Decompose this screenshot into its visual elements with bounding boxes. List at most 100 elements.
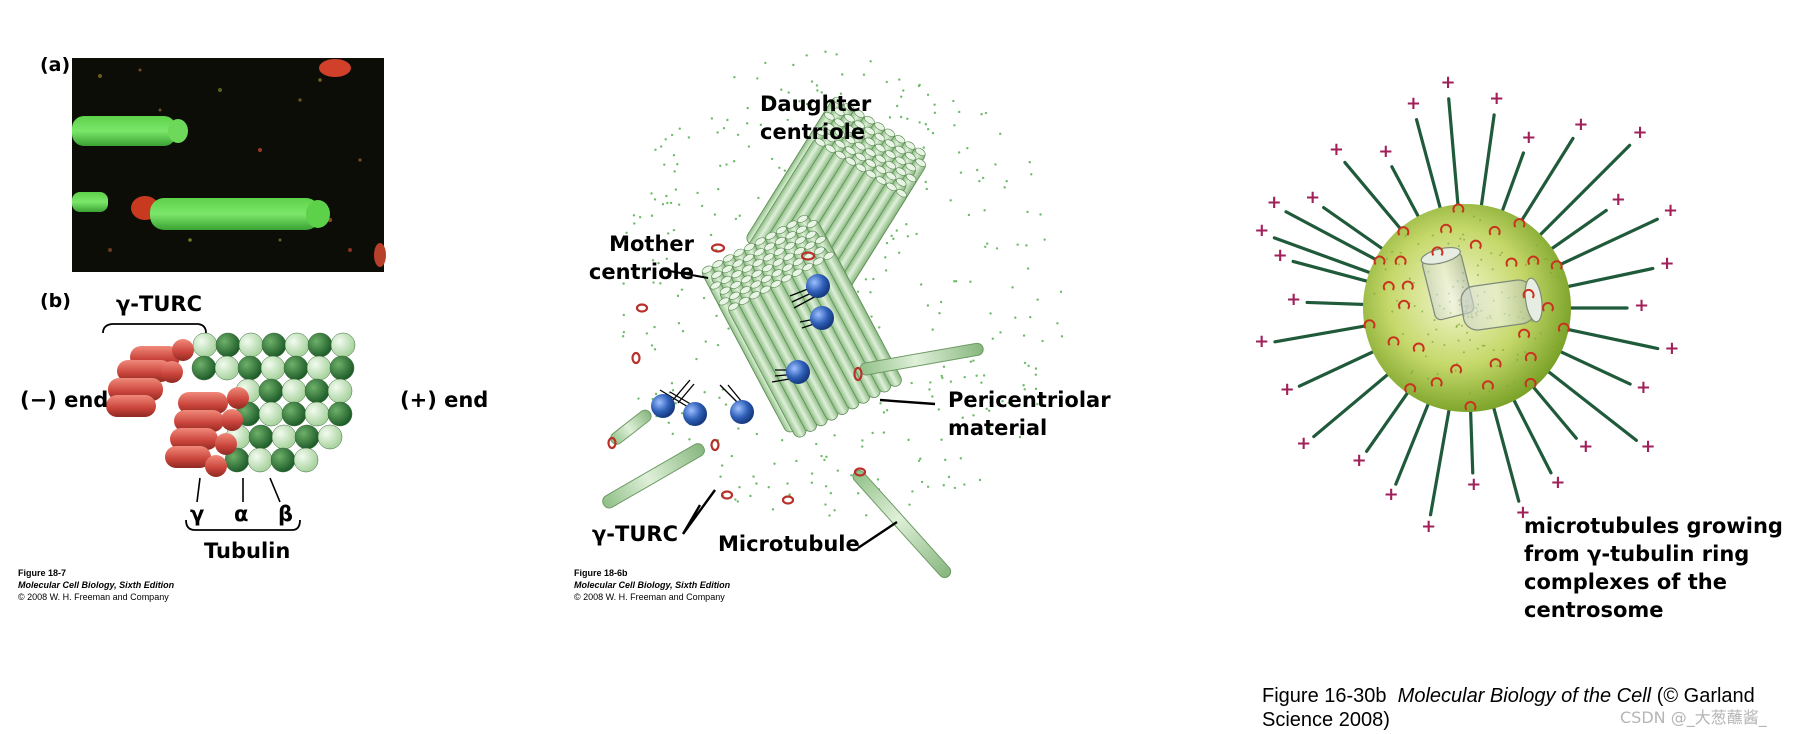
microtubule-ray <box>1322 206 1409 268</box>
microtubule-ray <box>1390 165 1443 262</box>
tubulin-subunit <box>329 355 355 381</box>
fig-id-right: Figure 16-30b <box>1262 685 1387 707</box>
plus-marker: + <box>1632 122 1648 144</box>
blue-spheres <box>651 274 834 426</box>
plus-marker: + <box>1659 252 1675 274</box>
tubulin-subunit <box>271 424 297 450</box>
plus-marker: + <box>1328 138 1344 160</box>
microtubule-ray <box>1312 341 1427 439</box>
tubulin-subunit <box>191 355 217 381</box>
microtubule-ray <box>1525 208 1608 268</box>
mother-centriole <box>701 214 902 438</box>
plus-marker: + <box>1550 472 1566 494</box>
gamma-turc-label: γ-TURC <box>116 292 202 316</box>
tubulin-subunit <box>270 447 296 473</box>
microtubule-ray <box>1513 136 1575 233</box>
microtubule-ray <box>1490 151 1526 242</box>
microtubule-ray <box>1447 97 1461 219</box>
tubulin-subunit <box>261 332 287 358</box>
plus-marker: + <box>1383 484 1399 506</box>
plus-marker: + <box>1635 376 1651 398</box>
tubulin-subunit <box>237 355 263 381</box>
tubulin-subunit <box>327 401 353 427</box>
gamma-turc-subunits <box>106 339 249 477</box>
plus-end-label: (+) end <box>400 388 489 412</box>
tubulin-subunit <box>281 378 307 404</box>
plus-marker: + <box>1279 379 1295 401</box>
microtubule-ray <box>1365 380 1417 453</box>
plus-marker: + <box>1640 435 1656 457</box>
microtubules-caption: microtubules growing from γ-tubulin ring… <box>1524 514 1783 622</box>
plus-marker: + <box>1254 331 1270 353</box>
centrosome-sphere <box>1363 204 1571 412</box>
plus-marker: + <box>1405 93 1421 115</box>
microtubule-ray <box>1468 397 1475 475</box>
daughter-centriole-label: Daughter centriole <box>760 92 872 144</box>
plus-marker: + <box>1266 192 1282 214</box>
microtubule-ray <box>1297 337 1403 388</box>
fig-book-left: Molecular Cell Biology, Sixth Edition <box>18 580 175 590</box>
tubulin-subunit <box>304 378 330 404</box>
plus-marker: + <box>1305 186 1321 208</box>
microtubule-ray <box>1523 376 1578 440</box>
plus-marker: + <box>1578 435 1594 457</box>
tubulin-subunit <box>304 401 330 427</box>
tubulin-subunit <box>260 355 286 381</box>
microtubule-ray <box>1394 374 1442 486</box>
gamma-label: γ <box>190 502 205 526</box>
microtubule-ray <box>1490 355 1553 475</box>
tubulin-subunit <box>306 355 332 381</box>
label-a: (a) <box>40 54 71 76</box>
plus-marker: + <box>1610 189 1626 211</box>
gamma-turc-spheres <box>659 284 821 411</box>
fig-copy-left: © 2008 W. H. Freeman and Company <box>18 592 169 602</box>
microtubule-ray <box>1515 329 1632 386</box>
plus-marker: + <box>1515 501 1531 523</box>
microtubule-ray <box>1519 266 1655 299</box>
plus-marker: + <box>1378 141 1394 163</box>
tubulin-subunit <box>327 378 353 404</box>
tubulin-subunit <box>293 447 319 473</box>
plus-marker: + <box>1254 220 1270 242</box>
tubulin-subunit <box>224 447 250 473</box>
microtubule-ray <box>1272 236 1417 291</box>
tubulin-subunit <box>235 401 261 427</box>
plus-marker: + <box>1351 449 1367 471</box>
tubulin-subunit <box>215 332 241 358</box>
plus-marker: + <box>1489 88 1505 110</box>
plus-marker: + <box>1634 295 1650 316</box>
micrograph-speckles <box>98 68 362 252</box>
tubulin-subunit <box>330 332 356 358</box>
microtubule-ray <box>1428 360 1460 517</box>
tubulin-subunit <box>214 355 240 381</box>
tubulin-subunit <box>284 332 310 358</box>
microtubule-ray <box>1284 210 1389 267</box>
microtubule-ray <box>1273 322 1379 344</box>
tubulin-subunit <box>238 332 264 358</box>
tubulin-subunit <box>247 447 273 473</box>
plus-marker: + <box>1286 288 1302 310</box>
minus-end-label: (−) end <box>20 388 109 412</box>
tubulin-subunit <box>258 378 284 404</box>
fig-book-right: Molecular Biology of the Cell <box>1397 685 1652 707</box>
centrioles <box>1420 246 1543 331</box>
microtubule-ray <box>1547 217 1659 272</box>
microtubule-ray <box>1414 118 1450 240</box>
plus-marker: + <box>1440 71 1456 93</box>
tubulin-subunit <box>281 401 307 427</box>
tubulin-subunit <box>225 424 251 450</box>
fig-id-middle: Figure 18-6b <box>574 568 628 578</box>
microtubule-ray <box>1484 376 1521 503</box>
beta-label: β <box>278 502 294 526</box>
plus-marker: + <box>1664 338 1680 360</box>
label-b: (b) <box>40 290 71 312</box>
fig-book-middle: Molecular Cell Biology, Sixth Edition <box>574 580 731 590</box>
plus-marker: + <box>1663 200 1679 222</box>
fig-copy-middle: © 2008 W. H. Freeman and Company <box>574 592 725 602</box>
mother-centriole-label: Mother centriole <box>588 232 694 284</box>
microtubule-ray <box>1343 160 1411 240</box>
tubulin-subunit <box>235 378 261 404</box>
gamma-turc-middle-label: γ-TURC <box>592 522 678 546</box>
microtubule-ray <box>1554 325 1660 351</box>
microtubule-label: Microtubule <box>718 532 860 556</box>
